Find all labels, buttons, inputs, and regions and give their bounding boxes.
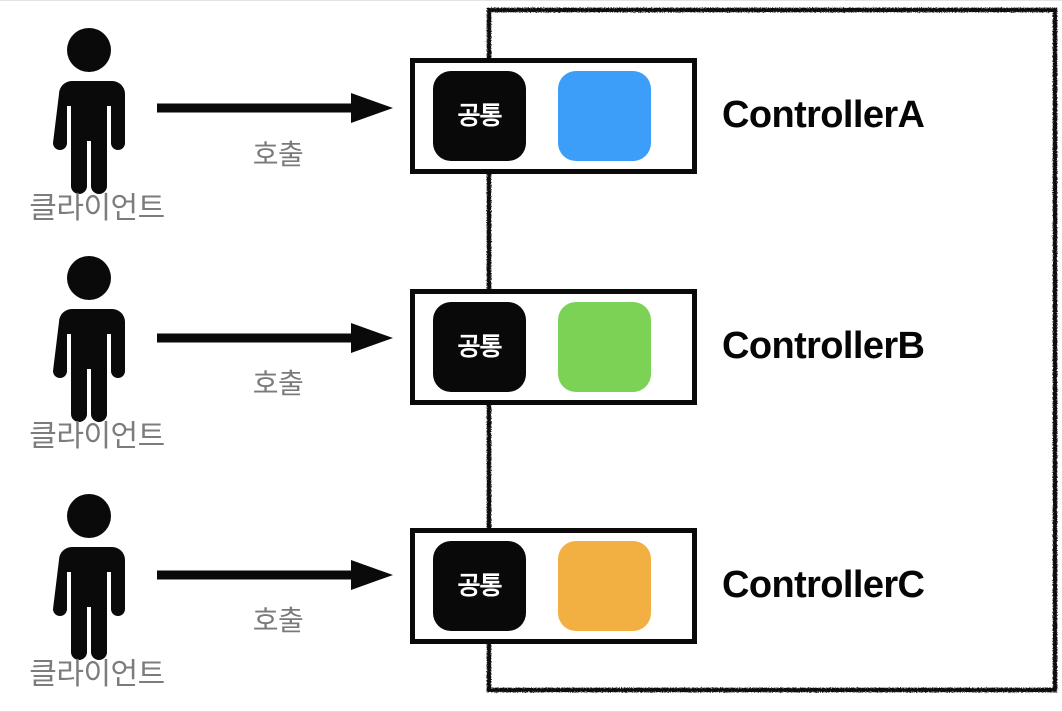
feature-module-chip (558, 541, 651, 631)
common-chip-label: 공통 (457, 101, 502, 130)
call-arrow (155, 91, 395, 125)
right-arrow-icon (157, 93, 393, 123)
controller-box[interactable]: 공통 (410, 58, 697, 174)
person-pictogram-icon (53, 494, 125, 660)
person-pictogram-icon (53, 256, 125, 422)
call-label: 호출 (252, 368, 304, 399)
client-actor (42, 254, 154, 424)
person-pictogram-icon (53, 28, 125, 194)
client-label: 클라이언트 (29, 192, 165, 225)
client-label: 클라이언트 (29, 658, 165, 691)
call-arrow (155, 558, 395, 592)
controller-name-label: ControllerC (722, 564, 925, 606)
common-chip-label: 공통 (457, 571, 502, 600)
call-arrow (155, 321, 395, 355)
controller-box[interactable]: 공통 (410, 528, 697, 644)
feature-module-chip (558, 71, 651, 161)
common-chip-label: 공통 (457, 332, 502, 361)
common-module-chip: 공통 (433, 71, 526, 161)
call-label: 호출 (252, 605, 304, 636)
call-label: 호출 (252, 139, 304, 170)
server-boundary-region (486, 7, 1058, 693)
controller-box[interactable]: 공통 (410, 289, 697, 405)
feature-module-chip (558, 302, 651, 392)
common-module-chip: 공통 (433, 541, 526, 631)
client-label: 클라이언트 (29, 420, 165, 453)
right-arrow-icon (157, 560, 393, 590)
controller-name-label: ControllerB (722, 325, 925, 367)
client-actor (42, 26, 154, 196)
controller-name-label: ControllerA (722, 94, 925, 136)
client-actor (42, 492, 154, 662)
right-arrow-icon (157, 323, 393, 353)
common-module-chip: 공통 (433, 302, 526, 392)
